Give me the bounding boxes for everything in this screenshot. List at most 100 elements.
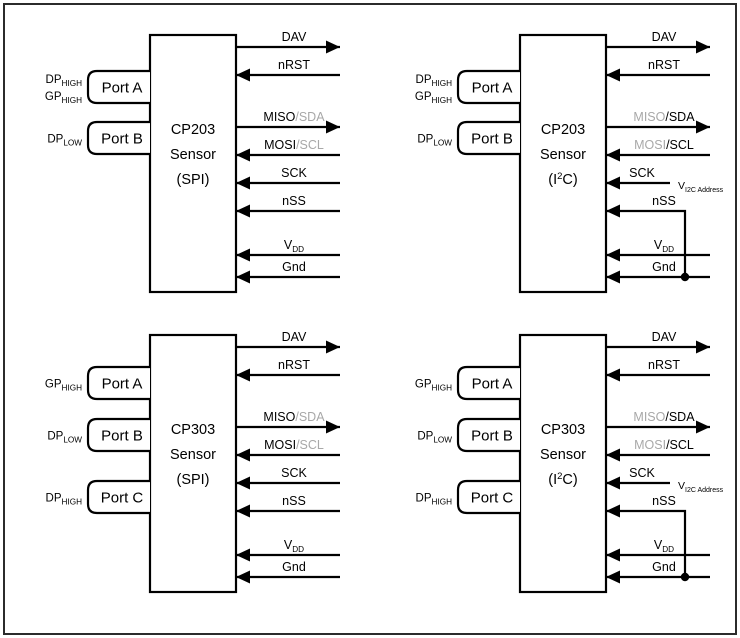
arrow-in-nrst <box>606 368 620 382</box>
port-label: Port A <box>472 80 513 97</box>
arrow-in-mosi-scl <box>606 448 620 462</box>
chip-type-label: Sensor <box>170 447 216 463</box>
chip-interface-label: (I2C) <box>548 471 577 488</box>
arrow-in-vdd <box>236 248 250 262</box>
chip-body <box>518 333 608 594</box>
arrow-out-dav <box>326 40 340 54</box>
port-label: Port B <box>101 131 143 148</box>
port-signal-label: DPHIGH <box>46 74 83 88</box>
chip-name-label: CP203 <box>541 122 585 138</box>
port-signal-label: DPLOW <box>417 134 452 148</box>
arrow-in-gnd <box>236 270 250 284</box>
diagram-frame <box>3 3 737 635</box>
port-connector-port-b <box>86 120 150 156</box>
signal-label-sck: SCK <box>629 466 655 480</box>
port-connector-port-c <box>456 479 520 515</box>
port-connector-port-a <box>86 365 150 401</box>
port-signal-label: DPLOW <box>417 431 452 445</box>
signal-label-miso-sda: MISO/SDA <box>633 110 695 124</box>
signal-label-gnd: Gnd <box>282 260 306 274</box>
chip-type-label: Sensor <box>170 147 216 163</box>
signal-label-gnd: Gnd <box>282 560 306 574</box>
chip-body <box>518 33 608 294</box>
signal-label-nrst: nRST <box>278 58 310 72</box>
arrow-out-dav <box>696 340 710 354</box>
signal-label-nss: nSS <box>652 194 676 208</box>
port-signal-label: DPHIGH <box>416 74 453 88</box>
signal-label-dav: DAV <box>652 330 677 344</box>
arrow-in-nrst <box>606 68 620 82</box>
arrow-out-miso-sda <box>326 120 340 134</box>
signal-label-dav: DAV <box>282 330 307 344</box>
port-label: Port B <box>471 131 513 148</box>
i2c-address-voltage-label: VI2C Address <box>678 480 724 494</box>
signal-label-sck: SCK <box>281 166 307 180</box>
arrow-out-dav <box>326 340 340 354</box>
arrow-in-mosi-scl <box>236 448 250 462</box>
port-label: Port B <box>471 428 513 445</box>
signal-label-sck: SCK <box>629 166 655 180</box>
port-signal-label: DPLOW <box>47 431 82 445</box>
port-signal-label: GPHIGH <box>45 91 82 105</box>
port-label: Port A <box>102 376 143 393</box>
signal-label-vdd: VDD <box>654 238 674 254</box>
port-signal-label: GPHIGH <box>415 379 452 393</box>
arrow-out-miso-sda <box>696 120 710 134</box>
port-label: Port C <box>471 490 514 507</box>
arrow-in-sck <box>606 176 620 190</box>
port-signal-label: DPHIGH <box>416 493 453 507</box>
port-connector-port-b <box>456 120 520 156</box>
signal-label-vdd: VDD <box>284 538 304 554</box>
chip-name-label: CP203 <box>171 122 215 138</box>
arrow-out-dav <box>696 40 710 54</box>
chip-interface-label: (I2C) <box>548 171 577 188</box>
arrow-in-nss <box>606 504 620 518</box>
signal-label-vdd: VDD <box>654 538 674 554</box>
arrow-in-nss <box>236 204 250 218</box>
port-connector-port-c <box>86 479 150 515</box>
arrow-in-gnd <box>236 570 250 584</box>
port-label: Port B <box>101 428 143 445</box>
signal-label-nss: nSS <box>282 194 306 208</box>
signal-label-dav: DAV <box>652 30 677 44</box>
port-connector-port-b <box>456 417 520 453</box>
port-connector-port-a <box>456 69 520 105</box>
i2c-address-voltage-label: VI2C Address <box>678 180 724 194</box>
signal-label-nrst: nRST <box>648 58 680 72</box>
port-connector-port-a <box>86 69 150 105</box>
port-connector-port-b <box>86 417 150 453</box>
arrow-in-gnd <box>606 270 620 284</box>
arrow-in-sck <box>236 176 250 190</box>
arrow-in-nrst <box>236 368 250 382</box>
chip-body <box>148 33 238 294</box>
arrow-in-mosi-scl <box>606 148 620 162</box>
arrow-in-nrst <box>236 68 250 82</box>
chip-type-label: Sensor <box>540 447 586 463</box>
arrow-in-nss <box>236 504 250 518</box>
signal-label-vdd: VDD <box>284 238 304 254</box>
signal-label-mosi-scl: MOSI/SCL <box>264 438 324 452</box>
port-signal-label: DPLOW <box>47 134 82 148</box>
port-signal-label: DPHIGH <box>46 493 83 507</box>
arrow-out-miso-sda <box>696 420 710 434</box>
signal-label-miso-sda: MISO/SDA <box>263 410 325 424</box>
arrow-in-vdd <box>606 548 620 562</box>
signal-label-miso-sda: MISO/SDA <box>263 110 325 124</box>
port-connector-port-a <box>456 365 520 401</box>
signal-label-mosi-scl: MOSI/SCL <box>634 438 694 452</box>
arrow-out-miso-sda <box>326 420 340 434</box>
signal-label-sck: SCK <box>281 466 307 480</box>
arrow-in-gnd <box>606 570 620 584</box>
arrow-in-sck <box>236 476 250 490</box>
chip-type-label: Sensor <box>540 147 586 163</box>
port-label: Port C <box>101 490 144 507</box>
port-label: Port A <box>102 80 143 97</box>
arrow-in-mosi-scl <box>236 148 250 162</box>
arrow-in-vdd <box>236 548 250 562</box>
